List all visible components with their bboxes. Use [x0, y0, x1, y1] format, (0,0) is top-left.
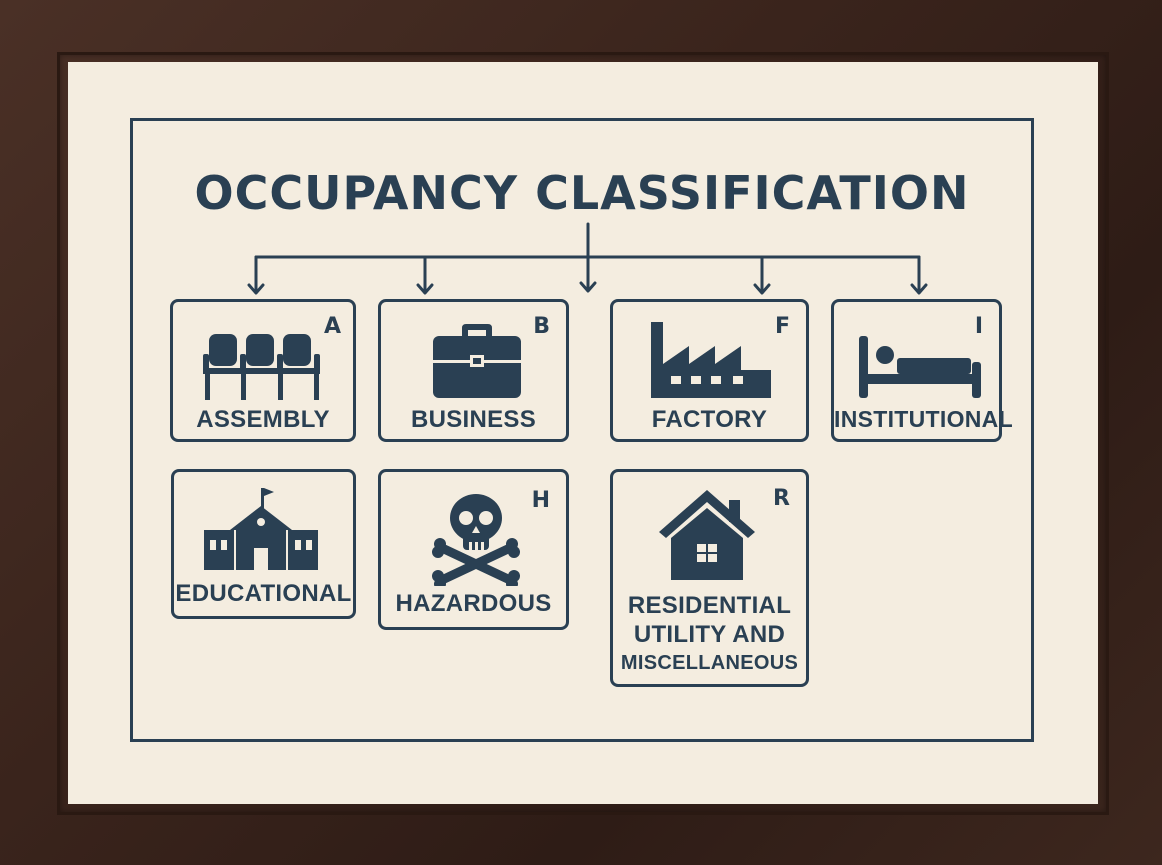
- card-label: FACTORY: [651, 406, 768, 433]
- card-letter: H: [531, 488, 550, 513]
- briefcase-icon: [433, 324, 521, 398]
- house-icon: [659, 490, 755, 580]
- arrowhead-assembly: [247, 283, 265, 295]
- bed-icon: [859, 336, 981, 398]
- card-factory: F FACTORY: [610, 299, 809, 442]
- card-institutional: I INSTITUTIONAL: [831, 299, 1013, 442]
- card-label-line-2: UTILITY AND: [633, 621, 786, 648]
- card-label: EDUCATIONAL: [175, 580, 352, 607]
- arrowhead-institutional: [910, 283, 928, 295]
- diagram-title: OCCUPANCY CLASSIFICATION: [194, 166, 970, 220]
- card-letter: F: [774, 314, 790, 339]
- schoolhouse-icon: [204, 488, 318, 570]
- card-label-line-1: RESIDENTIAL: [627, 592, 792, 619]
- card-assembly: A ASSEMBLY: [170, 299, 356, 442]
- card-label-multiline: RESIDENTIAL UTILITY AND MISCELLANEOUS: [613, 591, 806, 678]
- card-hazardous: H HAZARDOUS: [378, 469, 569, 630]
- card-letter: B: [533, 314, 550, 339]
- card-business: B BUSINESS: [378, 299, 569, 442]
- card-label: BUSINESS: [410, 406, 537, 433]
- card-educational: EDUCATIONAL: [171, 469, 356, 619]
- card-label: ASSEMBLY: [196, 406, 330, 433]
- card-label-line-3: MISCELLANEOUS: [620, 652, 799, 674]
- card-letter: A: [323, 314, 341, 339]
- arrowhead-business: [416, 283, 434, 295]
- diagram-border: [130, 118, 1034, 742]
- card-letter: R: [773, 486, 790, 511]
- card-residential: R RESIDENTIAL UTILITY AND MISCELLANEOUS: [610, 469, 809, 687]
- arrowhead-factory: [753, 283, 771, 295]
- theater-seats-icon: [203, 334, 320, 400]
- card-label: HAZARDOUS: [395, 590, 552, 617]
- card-letter: I: [974, 314, 983, 339]
- arrowhead-center: [579, 281, 597, 293]
- skull-crossbones-icon: [432, 494, 520, 586]
- factory-icon: [651, 322, 771, 398]
- card-label: INSTITUTIONAL: [834, 406, 1013, 432]
